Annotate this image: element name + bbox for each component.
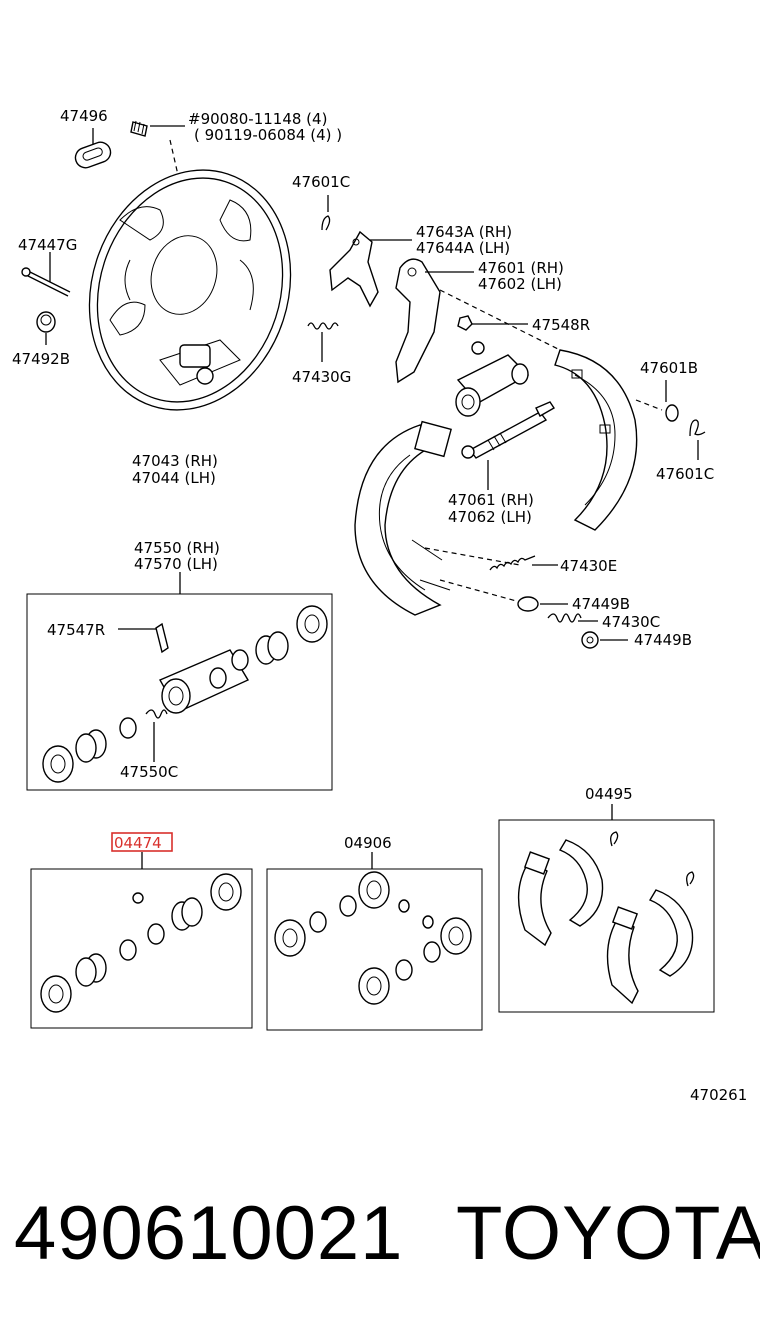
lever-part — [329, 230, 412, 308]
part-number: 490610021 — [14, 1191, 404, 1276]
label-47062: 47062 (LH) — [448, 508, 532, 526]
label-47430e: 47430E — [560, 557, 617, 575]
wheel-cylinder-assembly-box — [26, 572, 333, 791]
adjuster-part — [461, 401, 555, 490]
label-47061: 47061 (RH) — [448, 491, 534, 509]
brake-shoe-right — [554, 349, 663, 531]
kit-04906-box — [266, 852, 483, 1031]
label-47447g: 47447G — [18, 236, 77, 254]
label-47643a: 47643A (RH) — [416, 223, 512, 241]
label-47548r: 47548R — [532, 316, 590, 334]
kit-04474-box — [30, 832, 253, 1029]
label-47430g: 47430G — [292, 368, 351, 386]
label-90119: ( 90119-06084 (4) ) — [194, 126, 342, 144]
label-47602: 47602 (LH) — [478, 275, 562, 293]
brand-name: TOYOTA — [456, 1191, 760, 1276]
label-47601: 47601 (RH) — [478, 259, 564, 277]
bleeder-part — [457, 315, 528, 331]
label-04474: 04474 — [114, 834, 162, 852]
label-47043: 47043 (RH) — [132, 452, 218, 470]
label-47044: 47044 (LH) — [132, 469, 216, 487]
backing-plate — [88, 139, 292, 411]
grommet-part — [74, 128, 112, 169]
label-47550: 47550 (RH) — [134, 539, 220, 557]
parking-lever — [395, 258, 561, 384]
bolt-part — [130, 120, 185, 137]
highlight-frame — [111, 832, 173, 852]
brake-shoe-left — [354, 420, 521, 616]
hold-down-cup — [36, 311, 56, 345]
wheel-cylinder — [455, 341, 530, 417]
washer-part — [665, 380, 679, 422]
spring-part-e — [489, 555, 558, 571]
hold-down-pin — [21, 252, 71, 297]
label-47449b-a: 47449B — [572, 595, 630, 613]
label-47430c: 47430C — [602, 613, 660, 631]
label-90080: #90080-11148 (4) — [188, 110, 327, 128]
spring-part-g — [307, 322, 339, 362]
label-04495: 04495 — [585, 785, 633, 803]
label-47492b: 47492B — [12, 350, 70, 368]
label-47644a: 47644A (LH) — [416, 239, 510, 257]
label-47550c: 47550C — [120, 763, 178, 781]
label-47570: 47570 (LH) — [134, 555, 218, 573]
label-47601c-right: 47601C — [656, 465, 714, 483]
label-47496: 47496 — [60, 107, 108, 125]
label-470261: 470261 — [690, 1086, 747, 1104]
label-47449b-b: 47449B — [634, 631, 692, 649]
clip-part-top — [321, 195, 331, 231]
retainer-parts — [517, 596, 628, 649]
kit-04495-box — [498, 804, 715, 1013]
clip-part-right — [689, 419, 706, 460]
callout-labels: 47496 #90080-11148 (4) ( 90119-06084 (4)… — [12, 107, 747, 1104]
label-04906: 04906 — [344, 834, 392, 852]
label-47547r: 47547R — [47, 621, 105, 639]
label-47601b: 47601B — [640, 359, 698, 377]
label-47601c-top: 47601C — [292, 173, 350, 191]
